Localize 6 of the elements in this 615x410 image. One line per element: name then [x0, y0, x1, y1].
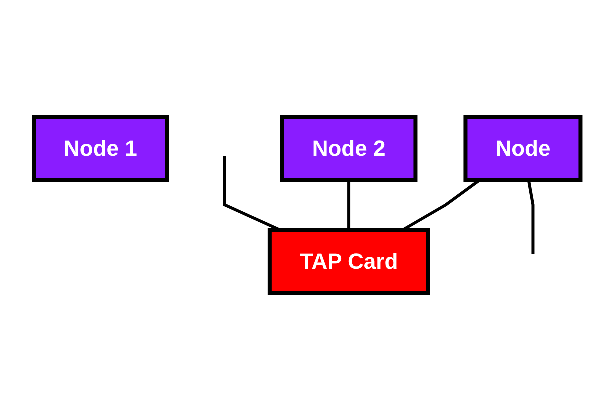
connector [348, 180, 351, 230]
node-box: Node 2 [280, 115, 418, 182]
node-box: TAP Card [268, 228, 430, 295]
connector [527, 180, 535, 254]
node-box: Node 1 [32, 115, 170, 182]
node-box: Node [464, 115, 583, 182]
